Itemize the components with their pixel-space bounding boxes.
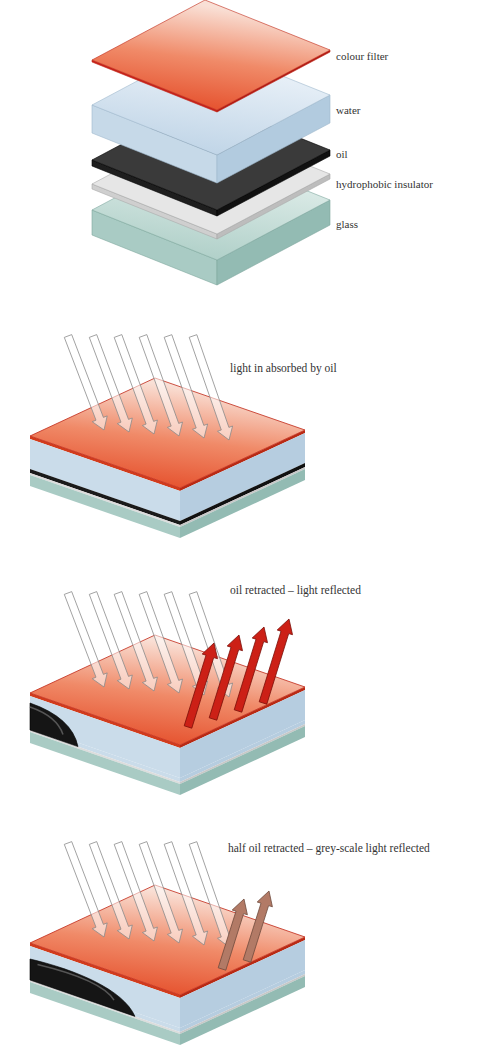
state-caption: light in absorbed by oil	[230, 362, 337, 376]
layer-label: oil	[336, 148, 348, 161]
cell-insulator	[30, 473, 180, 527]
cell-glass	[30, 475, 180, 538]
cell-insulator	[30, 730, 180, 784]
colour-filter-layer-top	[92, 0, 330, 110]
incoming-light-arrow	[189, 335, 232, 440]
layer-label: glass	[336, 218, 358, 231]
reflected-light-arrow	[243, 891, 272, 962]
layer-label: colour filter	[336, 50, 388, 63]
display-cell	[30, 592, 305, 795]
state-caption: half oil retracted – grey-scale light re…	[228, 842, 430, 856]
incoming-light-arrow	[189, 842, 232, 947]
droplet-highlight	[30, 707, 63, 734]
reflected-light-arrow	[259, 619, 292, 704]
retracted-oil-droplet	[30, 703, 78, 747]
layer-label: hydrophobic insulator	[336, 178, 433, 191]
layer-label: water	[336, 104, 360, 117]
oil-highlight	[38, 965, 115, 1001]
display-cell	[30, 842, 305, 1045]
cell-glass	[30, 732, 180, 795]
state-caption: oil retracted – light reflected	[230, 584, 361, 598]
